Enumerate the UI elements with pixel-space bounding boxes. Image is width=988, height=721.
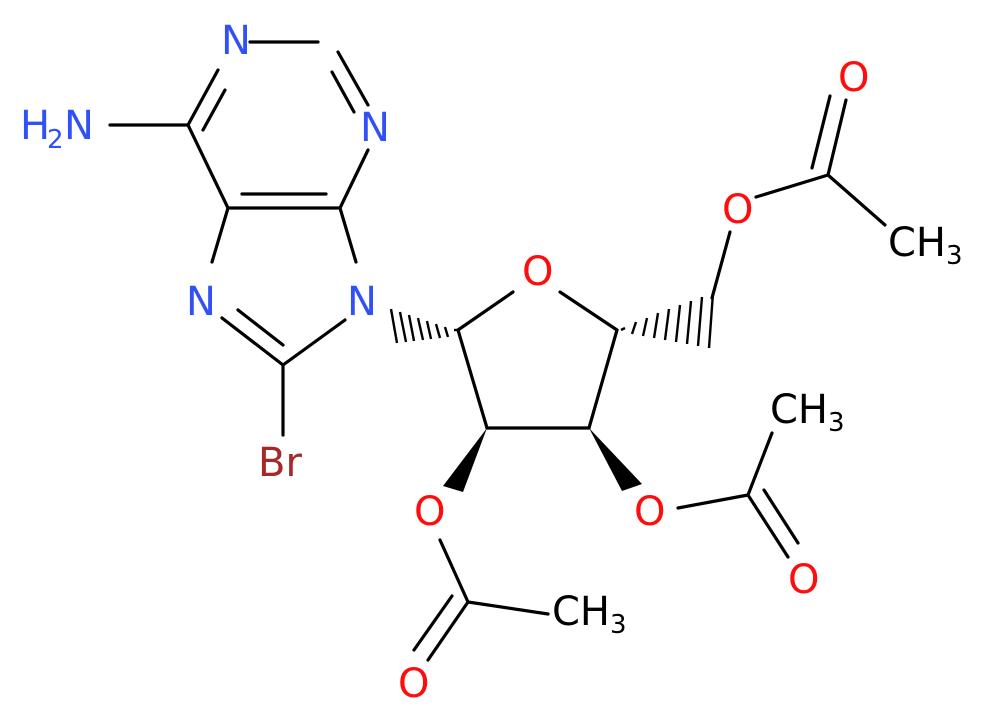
atom-n9: N (347, 279, 377, 325)
hash-c1-n9 (389, 308, 458, 344)
bond-cco-oco (826, 98, 848, 177)
methyl-3-subscript: 3 (828, 408, 845, 438)
bond-c1-c2 (456, 328, 489, 430)
atom-o2-ester: O (414, 489, 445, 535)
wedge-c2-o2 (443, 428, 487, 492)
bond-c5-c6 (186, 123, 230, 210)
bond-c2-n3-inner (330, 70, 356, 114)
methyl-2-subscript: 3 (610, 610, 627, 640)
methyl-3-ch: CH (770, 387, 828, 433)
amine-group: H 2 N (20, 103, 94, 155)
methyl-5-group: CH 3 (888, 220, 963, 271)
atom-o2-carbonyl: O (398, 661, 429, 707)
atom-o5-ester: O (722, 187, 753, 233)
bond-o3-cco (676, 493, 750, 510)
bond-o5-cco (754, 173, 830, 199)
amine-subscript: 2 (47, 125, 64, 155)
bond-c8-n9 (281, 318, 347, 367)
bond-cco3-ch3 (746, 431, 774, 497)
atom-ring-oxygen: O (522, 249, 553, 295)
ribose-bonds (412, 94, 887, 662)
bond-n3-c4 (338, 148, 370, 210)
atom-o3-carbonyl: O (788, 557, 819, 603)
methyl-2-group: CH 3 (552, 589, 627, 640)
atom-o5-carbonyl: O (838, 55, 869, 101)
bond-cco2-oco (426, 600, 470, 662)
wedge-c3-o3 (589, 428, 642, 491)
atom-labels: N N N N H 2 N Br O O O CH 3 O O CH 3 O O… (20, 18, 963, 707)
atom-n7: N (186, 279, 216, 325)
bond-c4-n9 (338, 206, 358, 264)
stereo-bonds (389, 292, 715, 492)
bond-o4-c4 (558, 290, 619, 332)
bond-c1-o4 (456, 290, 515, 332)
methyl-2-ch: CH (552, 589, 610, 635)
bond-c6-n1-inner (201, 88, 227, 132)
bond-c6-n1 (186, 68, 220, 127)
bond-n7-c8-inner (236, 308, 285, 347)
atom-n1: N (221, 18, 251, 64)
bond-cco-ch3 (826, 173, 887, 227)
purine-bonds (108, 40, 370, 437)
bond-n7-c8 (220, 316, 285, 367)
bond-c5-o5 (710, 230, 732, 300)
methyl-5-ch: CH (888, 220, 946, 266)
bond-c5-n7 (210, 206, 230, 264)
bond-cco3-oco-inner (762, 488, 800, 545)
hash-c4-c5 (620, 292, 715, 349)
bond-c3-c4 (587, 328, 619, 430)
bond-cco2-ch3 (466, 600, 550, 616)
methyl-3-group: CH 3 (770, 387, 845, 438)
bond-c2-n3 (336, 50, 370, 107)
bond-cco-oco-inner (810, 94, 832, 170)
atom-bromine: Br (258, 440, 302, 486)
methyl-5-subscript: 3 (946, 241, 963, 271)
bond-cco2-oco-inner (412, 594, 454, 652)
bond-o2-cco (438, 538, 470, 604)
amine-n: N (64, 103, 94, 149)
bond-cco3-oco (746, 493, 790, 559)
amine-h: H (20, 103, 50, 149)
atom-o3-ester: O (634, 489, 665, 535)
atom-n3: N (360, 105, 390, 151)
